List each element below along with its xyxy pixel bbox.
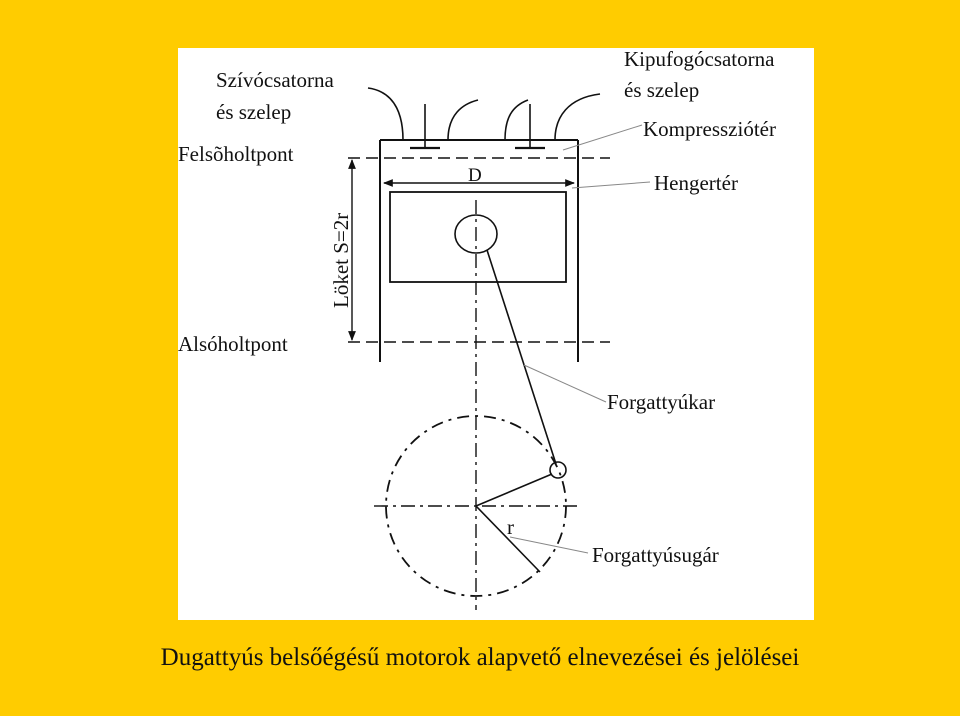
radius-label: Forgattyúsugár (592, 543, 719, 567)
stroke-label: Löket S=2r (329, 213, 353, 308)
connecting-rod (486, 249, 557, 465)
compression-label: Kompressziótér (643, 117, 776, 141)
tdc-label: Felsõholtpont (178, 142, 294, 166)
piston (389, 191, 567, 283)
radius-symbol: r (507, 515, 514, 539)
crank-pin (549, 461, 567, 479)
diameter-label: D (468, 165, 482, 186)
compression-leader (562, 124, 643, 151)
intake-port-outer (367, 87, 404, 141)
bdc-label: Alsóholtpont (178, 332, 288, 356)
intake-port-inner (447, 99, 479, 141)
cylinder-leader (571, 181, 651, 189)
intake-label-line1: Szívócsatorna (216, 68, 334, 92)
exhaust-label-line2: és szelep (624, 78, 699, 102)
piston-pin (454, 214, 498, 254)
crank-radius (475, 505, 541, 573)
exhaust-label-line1: Kipufogócsatorna (624, 47, 775, 71)
exhaust-port-outer (554, 93, 601, 141)
diagram-panel (178, 48, 814, 620)
crank-leader (523, 364, 607, 403)
cylinder-label: Hengertér (654, 171, 738, 195)
caption: Dugattyús belsőégésű motorok alapvető el… (160, 644, 800, 671)
exhaust-port-inner (504, 99, 529, 141)
intake-label-line2: és szelep (216, 100, 291, 124)
crank-arm (475, 473, 553, 507)
radius-leader (509, 536, 589, 554)
crank-label: Forgattyúkar (607, 390, 715, 414)
